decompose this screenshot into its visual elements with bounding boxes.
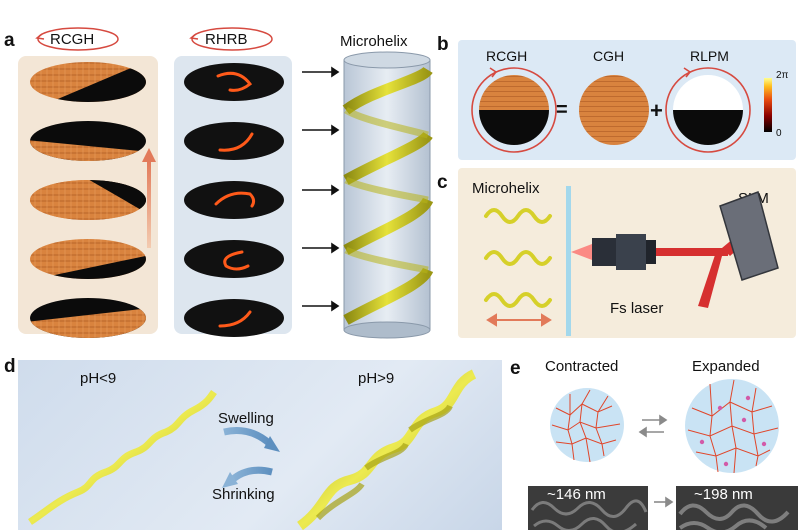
panel-d-letter: d [4,356,16,377]
swelling-label: Swelling [218,410,274,427]
rhrb-label: RHRB [205,31,248,48]
rhrb-beam-stack [184,63,284,337]
right-ph-label: pH>9 [358,370,395,387]
left-ph-label: pH<9 [80,370,117,387]
beam-to-helix-arrows [302,66,340,312]
right-pore-size-label: ~198 nm [694,486,753,503]
colorbar-bottom-label: 0 [776,128,782,139]
microhelix-cylinder [342,51,434,339]
colorbar-top-label: 2π [776,70,789,81]
rcgh-rotation-arrow-icon [35,27,119,51]
upward-arrow-icon [142,148,156,248]
contracted-label: Contracted [545,358,619,375]
panel-b-letter: b [437,34,449,55]
microhelix-label-c: Microhelix [472,180,540,197]
rcgh-label-b: RCGH [486,48,528,64]
panel-c-letter: c [437,172,448,193]
panel-b-diagram [471,67,772,153]
panel-d-background [18,360,502,530]
rhrb-rotation-arrow-icon [189,27,273,51]
panel-e-network-diagram [528,379,798,530]
shrinking-label: Shrinking [212,486,275,503]
panel-c-setup-diagram [484,186,779,336]
panel-e-letter: e [510,358,521,379]
rlpm-label: RLPM [690,48,729,64]
panel-a-letter: a [4,30,15,51]
plus-sign: + [650,98,663,123]
rcgh-hologram-stack [30,62,146,338]
cgh-label: CGH [593,48,625,64]
equals-sign: = [556,99,568,121]
panel-d-helix-diagram [28,369,477,530]
microhelix-label-a: Microhelix [340,33,408,50]
left-pore-size-label: ~146 nm [547,486,606,503]
rcgh-label: RCGH [50,31,95,48]
fs-laser-label: Fs laser [610,300,664,317]
expanded-label: Expanded [692,358,760,375]
